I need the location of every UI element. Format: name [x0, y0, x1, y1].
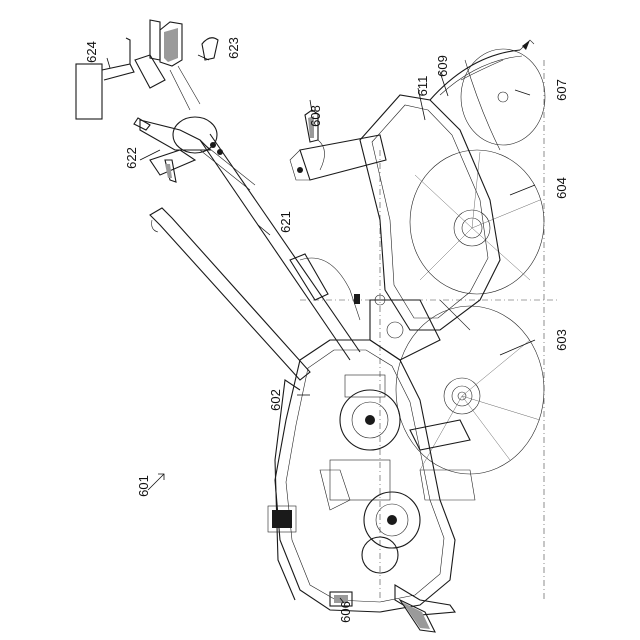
wheel-607 — [461, 49, 545, 145]
upper-grip-623 — [135, 20, 218, 110]
label-621: 621 — [278, 211, 293, 233]
cable — [520, 40, 534, 50]
label-609: 609 — [435, 55, 450, 77]
reference-labels: 624 623 622 621 602 601 606 608 611 609 … — [84, 37, 569, 623]
upper-frame — [360, 50, 522, 330]
label-608: 608 — [308, 105, 323, 127]
label-623: 623 — [226, 37, 241, 59]
label-606: 606 — [338, 601, 353, 623]
wheel-603 — [396, 306, 544, 474]
label-607: 607 — [554, 79, 569, 101]
side-lever-608 — [290, 110, 386, 180]
label-601: 601 — [136, 475, 151, 497]
wheel-604 — [410, 150, 544, 294]
label-624: 624 — [84, 41, 99, 63]
leader-lines — [107, 55, 535, 603]
label-622: 622 — [124, 147, 139, 169]
handle-621 — [200, 134, 360, 360]
label-603: 603 — [554, 329, 569, 351]
engine-body — [268, 340, 455, 632]
label-604: 604 — [554, 177, 569, 199]
label-611: 611 — [415, 76, 430, 97]
label-602: 602 — [268, 389, 283, 411]
